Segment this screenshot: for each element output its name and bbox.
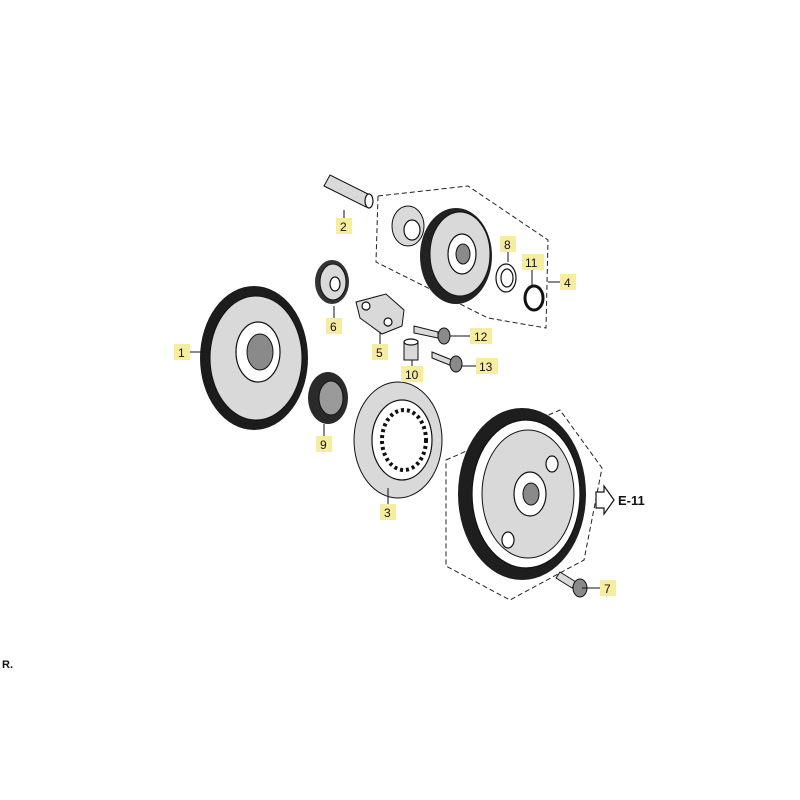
callout-2[interactable]: 2 (336, 218, 352, 234)
clutch-outer-outline (445, 409, 603, 601)
part-11-snap-ring (523, 284, 545, 312)
callout-3[interactable]: 3 (380, 504, 396, 520)
part-10-dowel (403, 338, 419, 361)
callout-3-label: 3 (384, 506, 391, 520)
corner-mark: R. (2, 659, 13, 671)
part-8-washer (495, 263, 517, 293)
callout-1-label: 1 (178, 346, 185, 360)
callout-12[interactable]: 12 (470, 328, 492, 344)
callout-4[interactable]: 4 (560, 274, 576, 290)
part-3-one-way-clutch (353, 381, 443, 499)
callout-7[interactable]: 7 (600, 580, 616, 596)
reference-arrow-e11[interactable]: E-11 (595, 484, 645, 516)
callout-11-label: 11 (525, 256, 538, 270)
clutch-outer (458, 408, 586, 580)
part-2-pin (323, 174, 374, 209)
part-12-bolt (413, 325, 451, 345)
callout-6-label: 6 (330, 320, 337, 334)
part-9-needle-bearing (308, 372, 348, 424)
callout-9[interactable]: 9 (316, 436, 332, 452)
callout-9-label: 9 (320, 438, 327, 452)
callout-8[interactable]: 8 (500, 236, 516, 252)
assembly-pinion (391, 205, 425, 247)
callout-5-label: 5 (376, 346, 383, 360)
callout-5[interactable]: 5 (372, 344, 388, 360)
callout-8-label: 8 (504, 238, 511, 252)
callout-13[interactable]: 13 (476, 358, 498, 374)
reference-label: E-11 (618, 493, 645, 508)
callout-6[interactable]: 6 (326, 318, 342, 334)
part-7-bolt (555, 571, 588, 598)
reduction-gear (420, 208, 492, 304)
callout-12-label: 12 (474, 330, 488, 344)
callout-1[interactable]: 1 (174, 344, 190, 360)
part-1-driven-gear (200, 286, 308, 430)
part-13-bolt (431, 351, 463, 373)
part-5-plate (355, 293, 405, 335)
part-6-small-gear (315, 260, 349, 304)
callout-2-label: 2 (340, 220, 347, 234)
callout-4-label: 4 (564, 276, 571, 290)
callout-10[interactable]: 10 (401, 366, 423, 382)
callout-10-label: 10 (405, 368, 419, 382)
arrow-right-icon (595, 484, 615, 516)
callout-7-label: 7 (604, 582, 611, 596)
assembly-4-outline (375, 185, 549, 329)
leader-lines (190, 210, 600, 589)
callout-11[interactable]: 11 (522, 254, 544, 270)
callout-13-label: 13 (479, 360, 493, 374)
